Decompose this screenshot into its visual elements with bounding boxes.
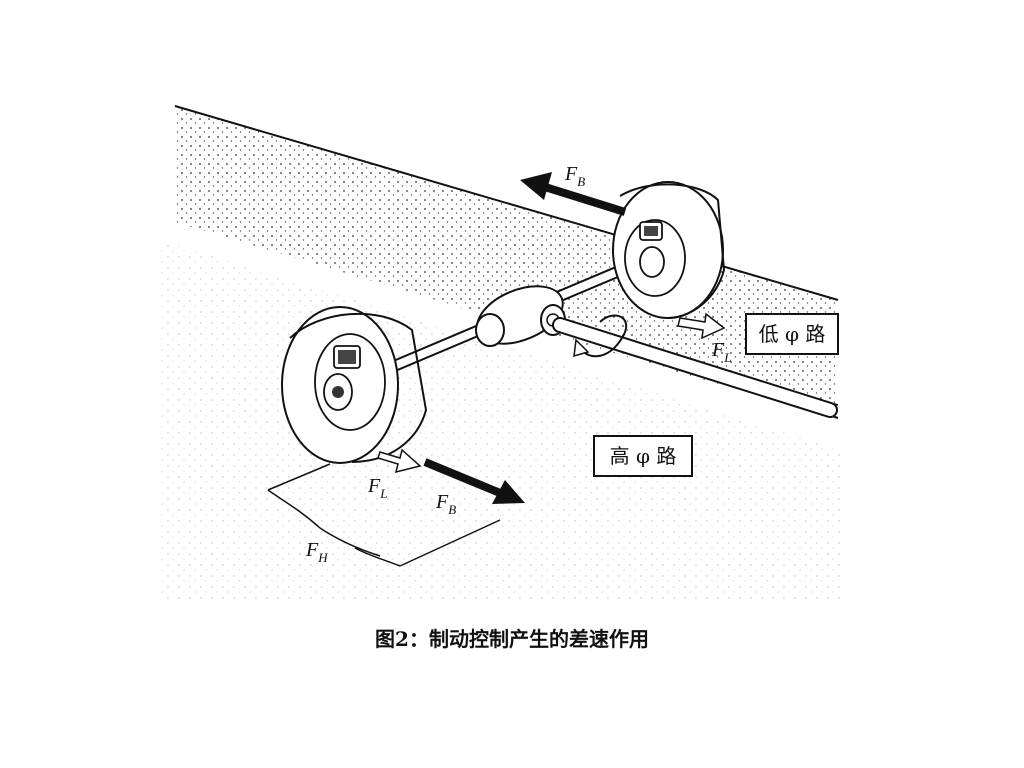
lateral-force-arrow-bottom xyxy=(377,448,422,474)
figure-caption: 图2：制动控制产生的差速作用 xyxy=(375,627,649,651)
fl-top-label: FL xyxy=(711,339,731,365)
fb-top-label: FB xyxy=(564,163,585,189)
right-wheel xyxy=(612,181,726,319)
differential xyxy=(475,285,566,347)
svg-text:高 φ 路: 高 φ 路 xyxy=(610,444,677,468)
low-mu-road-box: 低 φ 路 xyxy=(745,313,839,355)
fb-bottom-label: FB xyxy=(435,491,456,517)
brake-force-arrow-top xyxy=(520,172,627,216)
left-wheel xyxy=(281,306,428,464)
high-mu-road-box: 高 φ 路 xyxy=(593,435,693,477)
fl-bottom-label: FL xyxy=(367,475,387,501)
brake-force-arrow-bottom xyxy=(423,458,525,504)
fh-label: FH xyxy=(305,539,328,565)
fh-brace xyxy=(267,463,501,567)
rotation-arrow-icon xyxy=(573,314,628,358)
drive-shaft xyxy=(552,317,838,418)
svg-text:低 φ 路: 低 φ 路 xyxy=(759,322,826,346)
lateral-force-arrow-top xyxy=(677,312,726,340)
